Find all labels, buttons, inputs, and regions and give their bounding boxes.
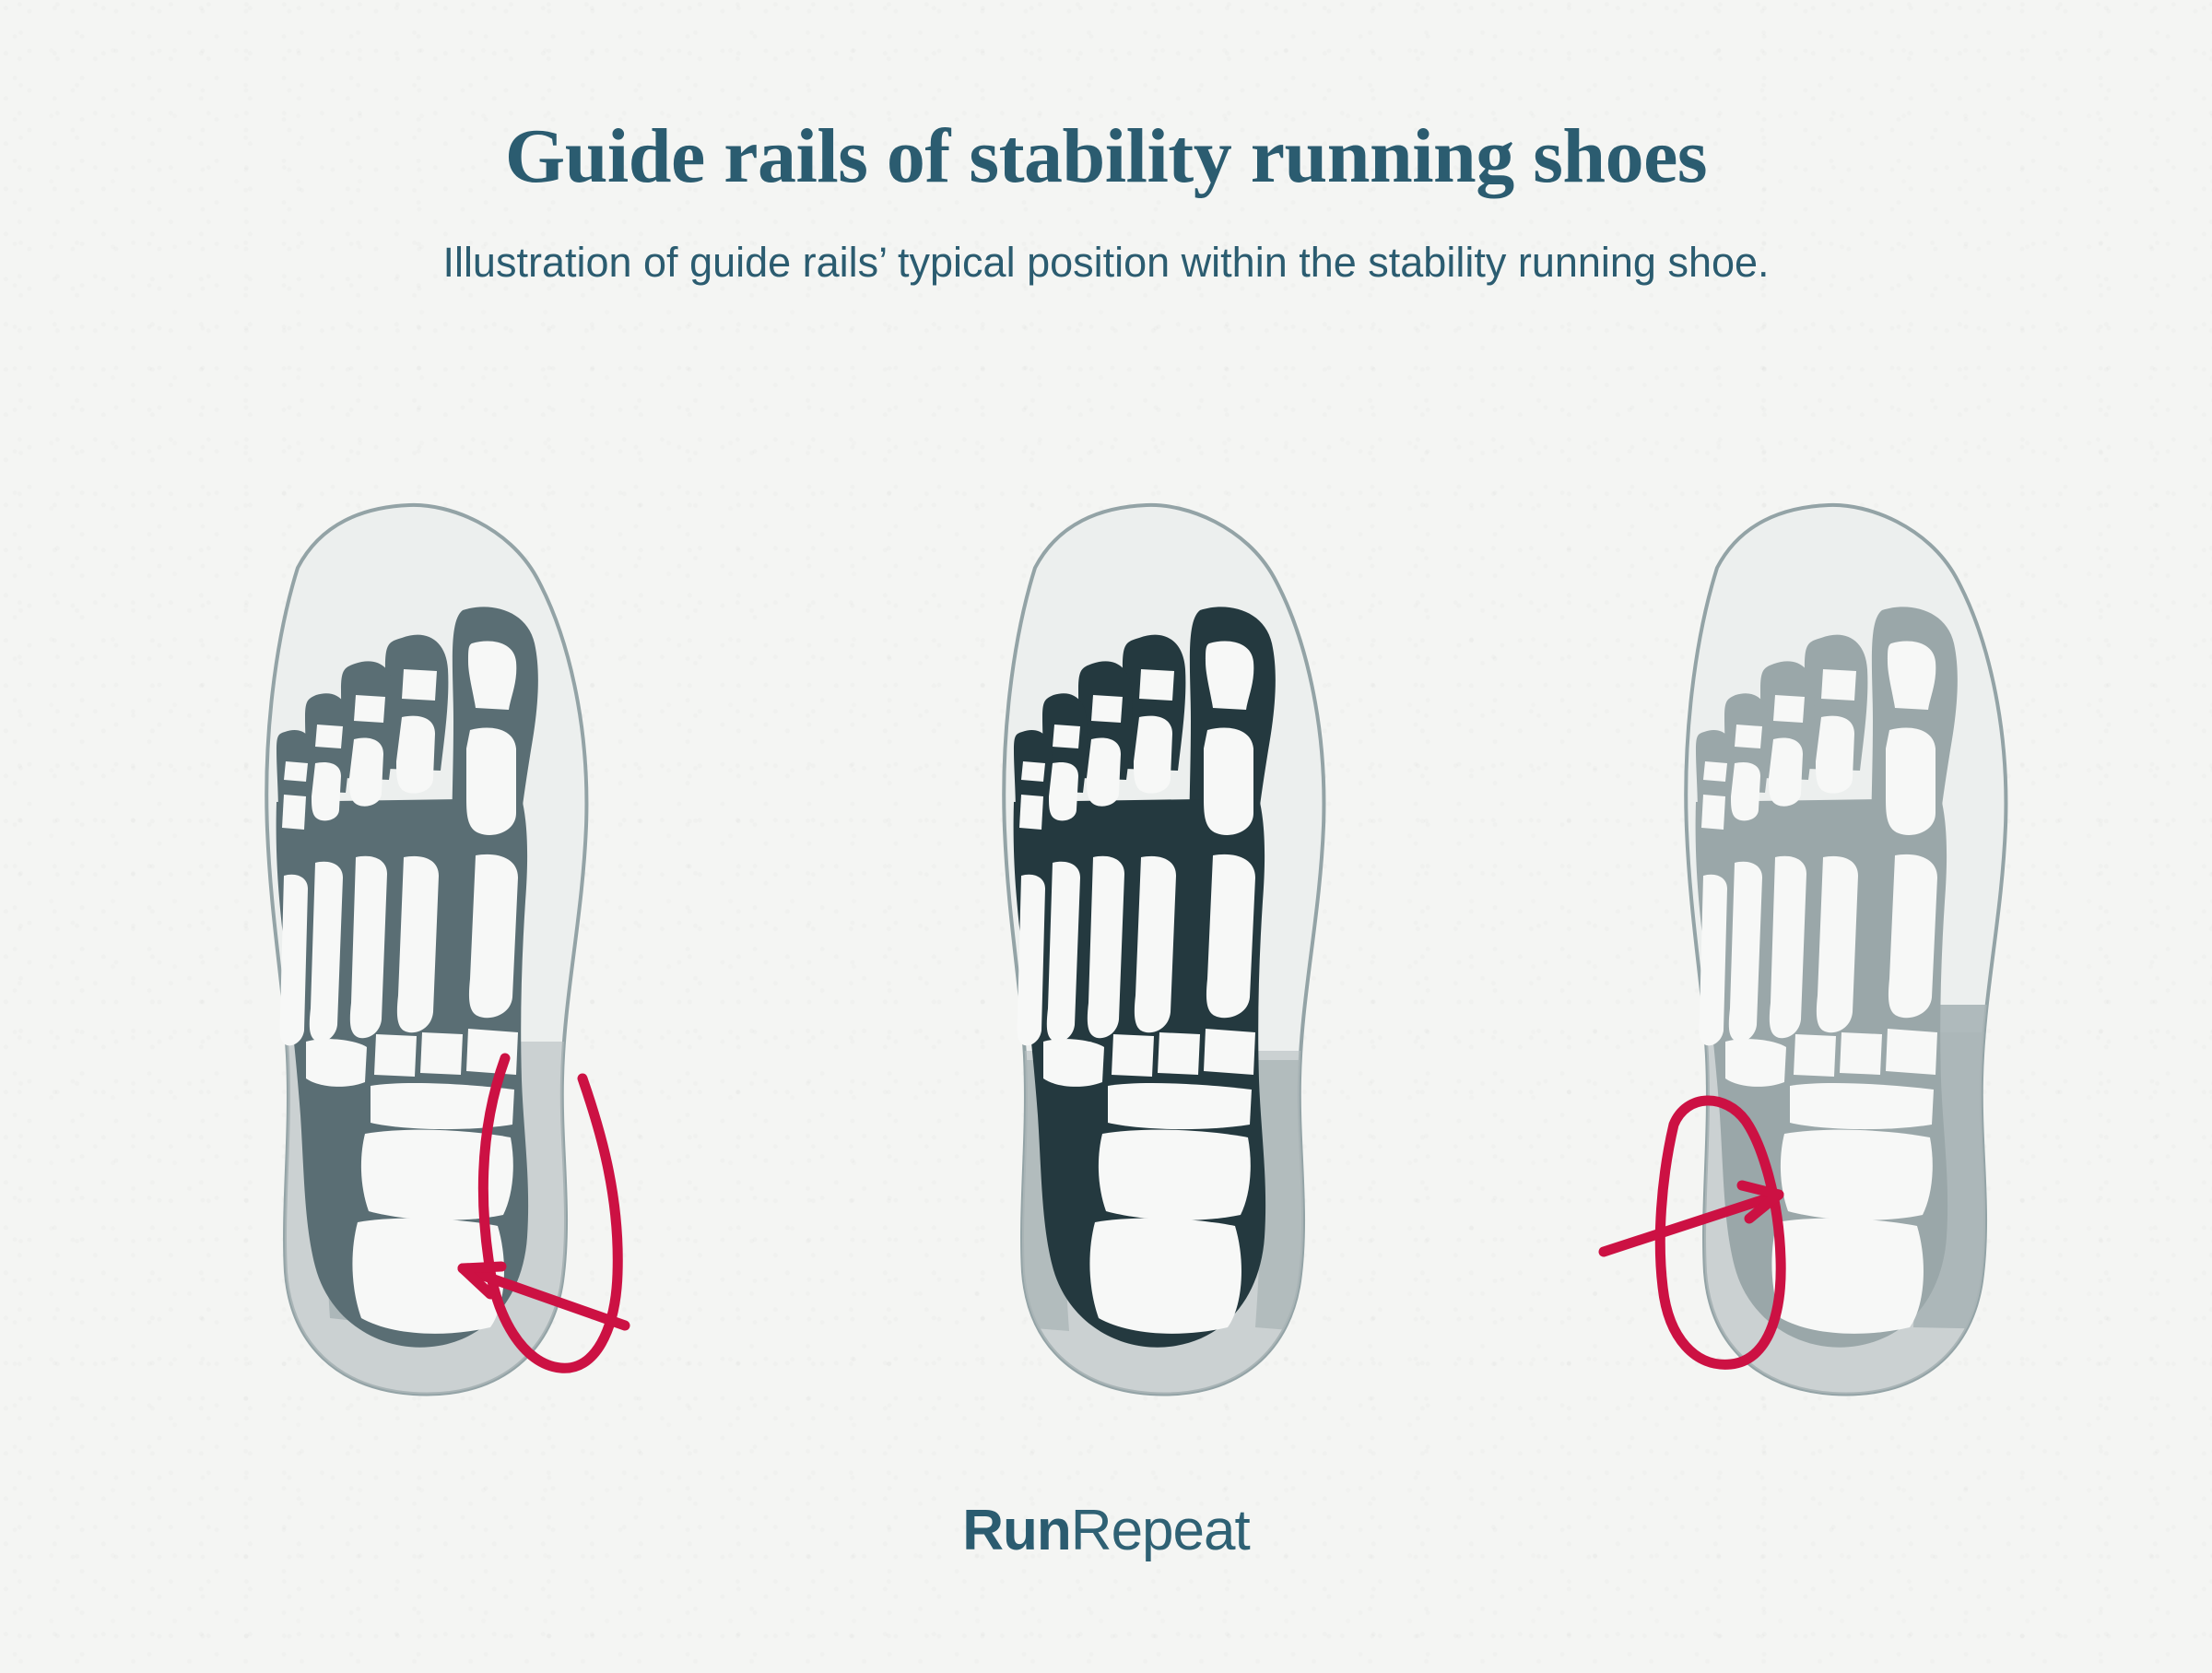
brand-logo-run: Run: [962, 1499, 1072, 1562]
annotation-guide-rail-overpronation: [457, 1053, 630, 1373]
brand-logo-repeat: Repeat: [1070, 1499, 1251, 1562]
foot-bones-supination: [1699, 641, 1937, 1334]
page-subtitle: Illustration of guide rails’ typical pos…: [442, 239, 1770, 286]
foot-bones-neutral: [1017, 641, 1255, 1334]
annotation-guide-rail-supination: [1598, 1095, 1786, 1370]
foot-illustration-neutral: [885, 396, 1401, 1429]
foot-illustration-supination: [1548, 396, 2065, 1429]
foot-illustration-overpronation: [166, 396, 682, 1429]
brand-logo: RunRepeat: [0, 1502, 2212, 1560]
page-title: Guide rails of stability running shoes: [504, 113, 1708, 199]
header: Guide rails of stability running shoes I…: [0, 0, 2212, 288]
illustration-figure: [0, 396, 2212, 1429]
